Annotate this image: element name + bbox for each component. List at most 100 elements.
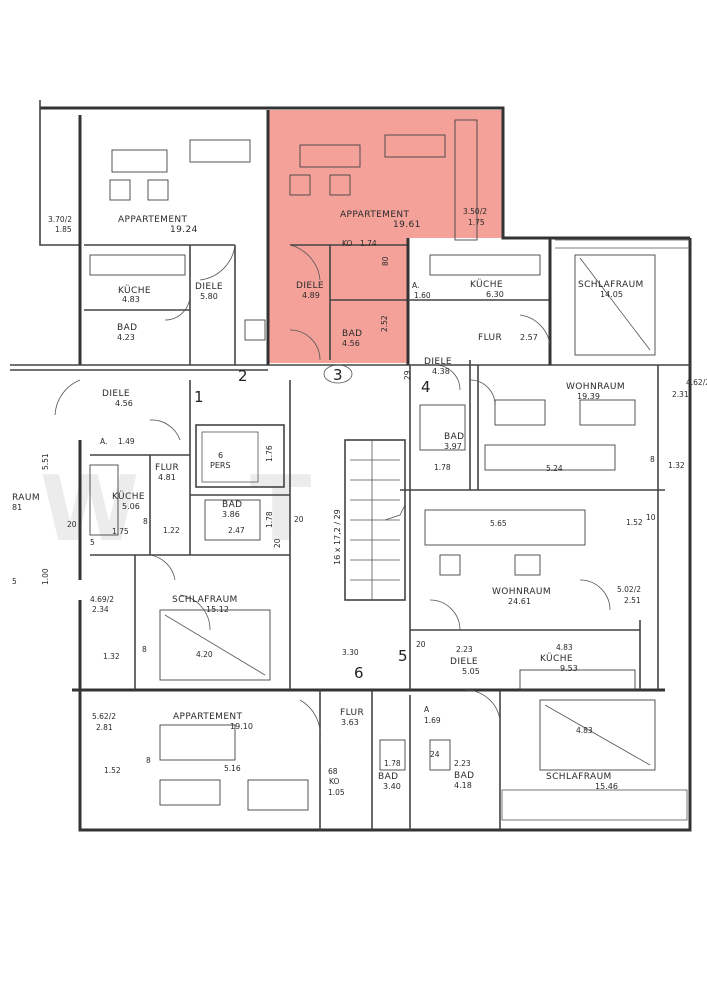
dim-l5b: 5 bbox=[12, 577, 17, 586]
dim-l20a: 20 bbox=[67, 520, 77, 529]
room-bad-b: BAD bbox=[378, 772, 398, 782]
dim-ko: KO bbox=[342, 239, 353, 248]
dim-ko-v: 1.74 bbox=[360, 239, 377, 248]
dim-l100: 1.00 bbox=[41, 568, 50, 585]
dim-b105: 1.05 bbox=[328, 788, 345, 797]
room-flur-r: FLUR bbox=[478, 333, 502, 343]
dim-tr-a: 3.50/2 bbox=[463, 207, 487, 216]
highlighted-apartment[interactable] bbox=[268, 110, 503, 363]
dim-r24: 24 bbox=[430, 750, 440, 759]
dim-r231: 2.31 bbox=[672, 390, 689, 399]
area-diele-r: 4.38 bbox=[432, 367, 450, 376]
dim-tr-b: 1.75 bbox=[468, 218, 485, 227]
dim-r502: 5.02/2 bbox=[617, 585, 641, 594]
room-flur-b: FLUR bbox=[340, 708, 364, 718]
area-bad-rb: 4.18 bbox=[454, 781, 472, 790]
room-bad-hl: BAD bbox=[342, 329, 362, 339]
entry-markers: 1 2 3 4 5 6 bbox=[194, 364, 431, 682]
area-wohnraum-r1: 19.39 bbox=[577, 392, 600, 401]
room-schlafraum-l: SCHLAFRAUM bbox=[172, 595, 238, 605]
room-schlafraum-tr: SCHLAFRAUM bbox=[578, 280, 644, 290]
dim-b178: 1.78 bbox=[384, 759, 401, 768]
dim-l420: 4.20 bbox=[196, 650, 213, 659]
dim-a169: 1.69 bbox=[424, 716, 441, 725]
room-wohnraum-r2: WOHNRAUM bbox=[492, 587, 551, 597]
dim-r152: 1.52 bbox=[626, 518, 643, 527]
area-appartement-tr: 19.61 bbox=[393, 220, 421, 230]
dim-a551: 5.51 bbox=[41, 453, 50, 470]
dim-160: 1.60 bbox=[414, 291, 431, 300]
area-kueche-r: 6.30 bbox=[486, 290, 504, 299]
dim-b152: 1.52 bbox=[104, 766, 121, 775]
room-bad-r: BAD bbox=[444, 432, 464, 442]
area-bad-b: 3.40 bbox=[383, 782, 401, 791]
dim-b516: 5.16 bbox=[224, 764, 241, 773]
room-labels: APPARTEMENT 19.24 APPARTEMENT 19.61 KÜCH… bbox=[12, 210, 644, 791]
area-bad-hl: 4.56 bbox=[342, 339, 360, 348]
room-kueche-r: KÜCHE bbox=[470, 279, 503, 290]
room-diele-l: DIELE bbox=[102, 389, 130, 399]
room-wohnraum-r1: WOHNRAUM bbox=[566, 382, 625, 392]
area-diele-rb: 5.05 bbox=[462, 667, 480, 676]
dim-r565: 5.65 bbox=[490, 519, 507, 528]
dim-l20b: 20 bbox=[273, 538, 282, 548]
area-appartement-tl: 19.24 bbox=[170, 225, 198, 235]
room-flur-l: FLUR bbox=[155, 463, 179, 473]
dim-80: 80 bbox=[381, 256, 390, 266]
area-flur-l: 4.81 bbox=[158, 473, 176, 482]
marker-2: 2 bbox=[238, 367, 248, 385]
room-diele-rb: DIELE bbox=[450, 657, 478, 667]
room-bad-l: BAD bbox=[222, 500, 242, 510]
area-bad-r: 3.97 bbox=[444, 442, 462, 451]
outer-walls bbox=[10, 100, 692, 832]
dim-r10: 10 bbox=[646, 513, 656, 522]
dim-l5: 5 bbox=[90, 538, 95, 547]
dim-c330: 3.30 bbox=[342, 648, 359, 657]
dim-r29: 29 bbox=[403, 370, 412, 380]
room-bad-rb: BAD bbox=[454, 771, 474, 781]
area-bad-tl: 4.23 bbox=[117, 333, 135, 342]
dim-r178a: 1.78 bbox=[434, 463, 451, 472]
room-raum-edge: RAUM bbox=[12, 493, 40, 503]
area-wohnraum-r2: 24.61 bbox=[508, 597, 531, 606]
area-kueche-rb: 9.53 bbox=[560, 664, 578, 673]
room-schlafraum-rb: SCHLAFRAUM bbox=[546, 772, 612, 782]
area-kueche-l: 5.06 bbox=[122, 502, 140, 511]
dim-l132: 1.32 bbox=[103, 652, 120, 661]
dim-l8a: 8 bbox=[143, 517, 148, 526]
area-raum-edge: 81 bbox=[12, 503, 22, 512]
dim-l469: 4.69/2 bbox=[90, 595, 114, 604]
dim-r251: 2.51 bbox=[624, 596, 641, 605]
dim-r483b: 4.83 bbox=[576, 726, 593, 735]
dim-r132: 1.32 bbox=[668, 461, 685, 470]
dim-l20c: 20 bbox=[294, 515, 304, 524]
dim-bko: KO bbox=[329, 777, 340, 786]
marker-1: 1 bbox=[194, 388, 204, 406]
interior-walls bbox=[84, 110, 665, 830]
room-diele-tl: DIELE bbox=[195, 282, 223, 292]
dim-a149: 1.49 bbox=[118, 437, 135, 446]
room-kueche-tl: KÜCHE bbox=[118, 285, 151, 296]
area-kueche-tl: 4.83 bbox=[122, 295, 140, 304]
lift-persons: PERS bbox=[210, 461, 231, 470]
dim-tl-a: 3.70/2 bbox=[48, 215, 72, 224]
marker-3: 3 bbox=[333, 366, 343, 384]
area-schlafraum-l: 15.12 bbox=[206, 605, 229, 614]
room-appartement-bl: APPARTEMENT bbox=[173, 712, 243, 722]
area-appartement-bl: 19.10 bbox=[230, 722, 253, 731]
dim-a-small3: A bbox=[424, 705, 430, 714]
lift-capacity: 6 bbox=[218, 451, 223, 460]
dim-l8b: 8 bbox=[142, 645, 147, 654]
furniture bbox=[89, 119, 656, 811]
dim-l122: 1.22 bbox=[163, 526, 180, 535]
dim-r483: 4.83 bbox=[556, 643, 573, 652]
area-bad-l: 3.86 bbox=[222, 510, 240, 519]
elevator bbox=[195, 424, 285, 488]
dim-b68: 68 bbox=[328, 767, 338, 776]
dim-b8: 8 bbox=[146, 756, 151, 765]
room-kueche-rb: KÜCHE bbox=[540, 653, 573, 664]
dim-l175: 1.75 bbox=[112, 527, 129, 536]
balconies bbox=[501, 239, 690, 821]
marker-6: 6 bbox=[354, 664, 364, 682]
